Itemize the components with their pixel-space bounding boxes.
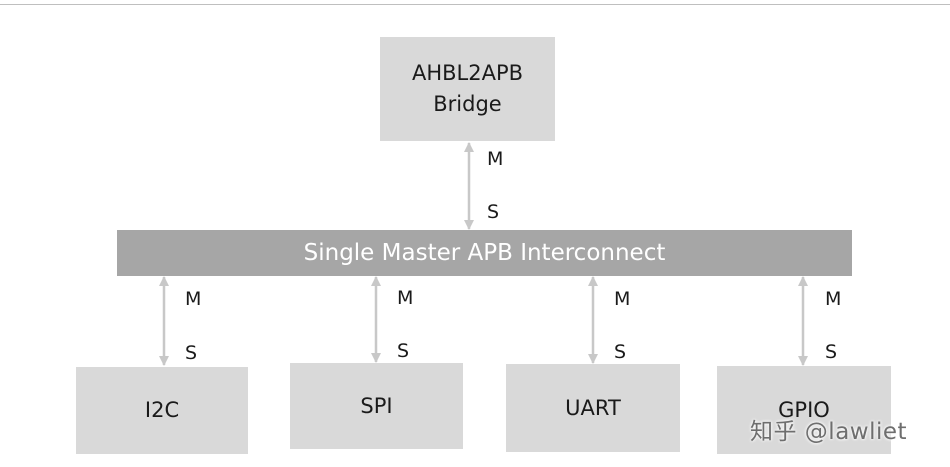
apb-interconnect-bar: Single Master APB Interconnect bbox=[117, 230, 852, 276]
ahbl2apb-bridge-block: AHBL2APB Bridge bbox=[380, 37, 555, 141]
gpio-master-label: M bbox=[825, 288, 842, 310]
i2c-slave-label: S bbox=[185, 342, 198, 364]
upper-master-label: M bbox=[487, 148, 504, 170]
uart-slave-label: S bbox=[614, 341, 627, 363]
top-divider bbox=[0, 4, 950, 5]
spi-label: SPI bbox=[360, 393, 393, 418]
gpio-slave-label: S bbox=[825, 341, 838, 363]
zhihu-watermark: 知乎 @lawliet bbox=[750, 419, 908, 445]
gpio-block: GPIO bbox=[717, 366, 891, 454]
uart-master-label: M bbox=[614, 288, 631, 310]
bridge-title-line1: AHBL2APB bbox=[411, 61, 524, 85]
gpio-label: GPIO bbox=[778, 397, 830, 422]
i2c-block: I2C bbox=[76, 367, 248, 454]
i2c-label: I2C bbox=[144, 398, 180, 422]
bridge-title-line2: Bridge bbox=[433, 92, 502, 116]
i2c-master-label: M bbox=[185, 288, 202, 310]
uart-block: UART bbox=[506, 364, 680, 452]
uart-label: UART bbox=[565, 395, 621, 420]
spi-master-label: M bbox=[397, 287, 414, 309]
spi-block: SPI bbox=[290, 363, 463, 449]
upper-slave-label: S bbox=[487, 201, 500, 223]
interconnect-label: Single Master APB Interconnect bbox=[303, 240, 666, 266]
spi-slave-label: S bbox=[397, 340, 410, 362]
